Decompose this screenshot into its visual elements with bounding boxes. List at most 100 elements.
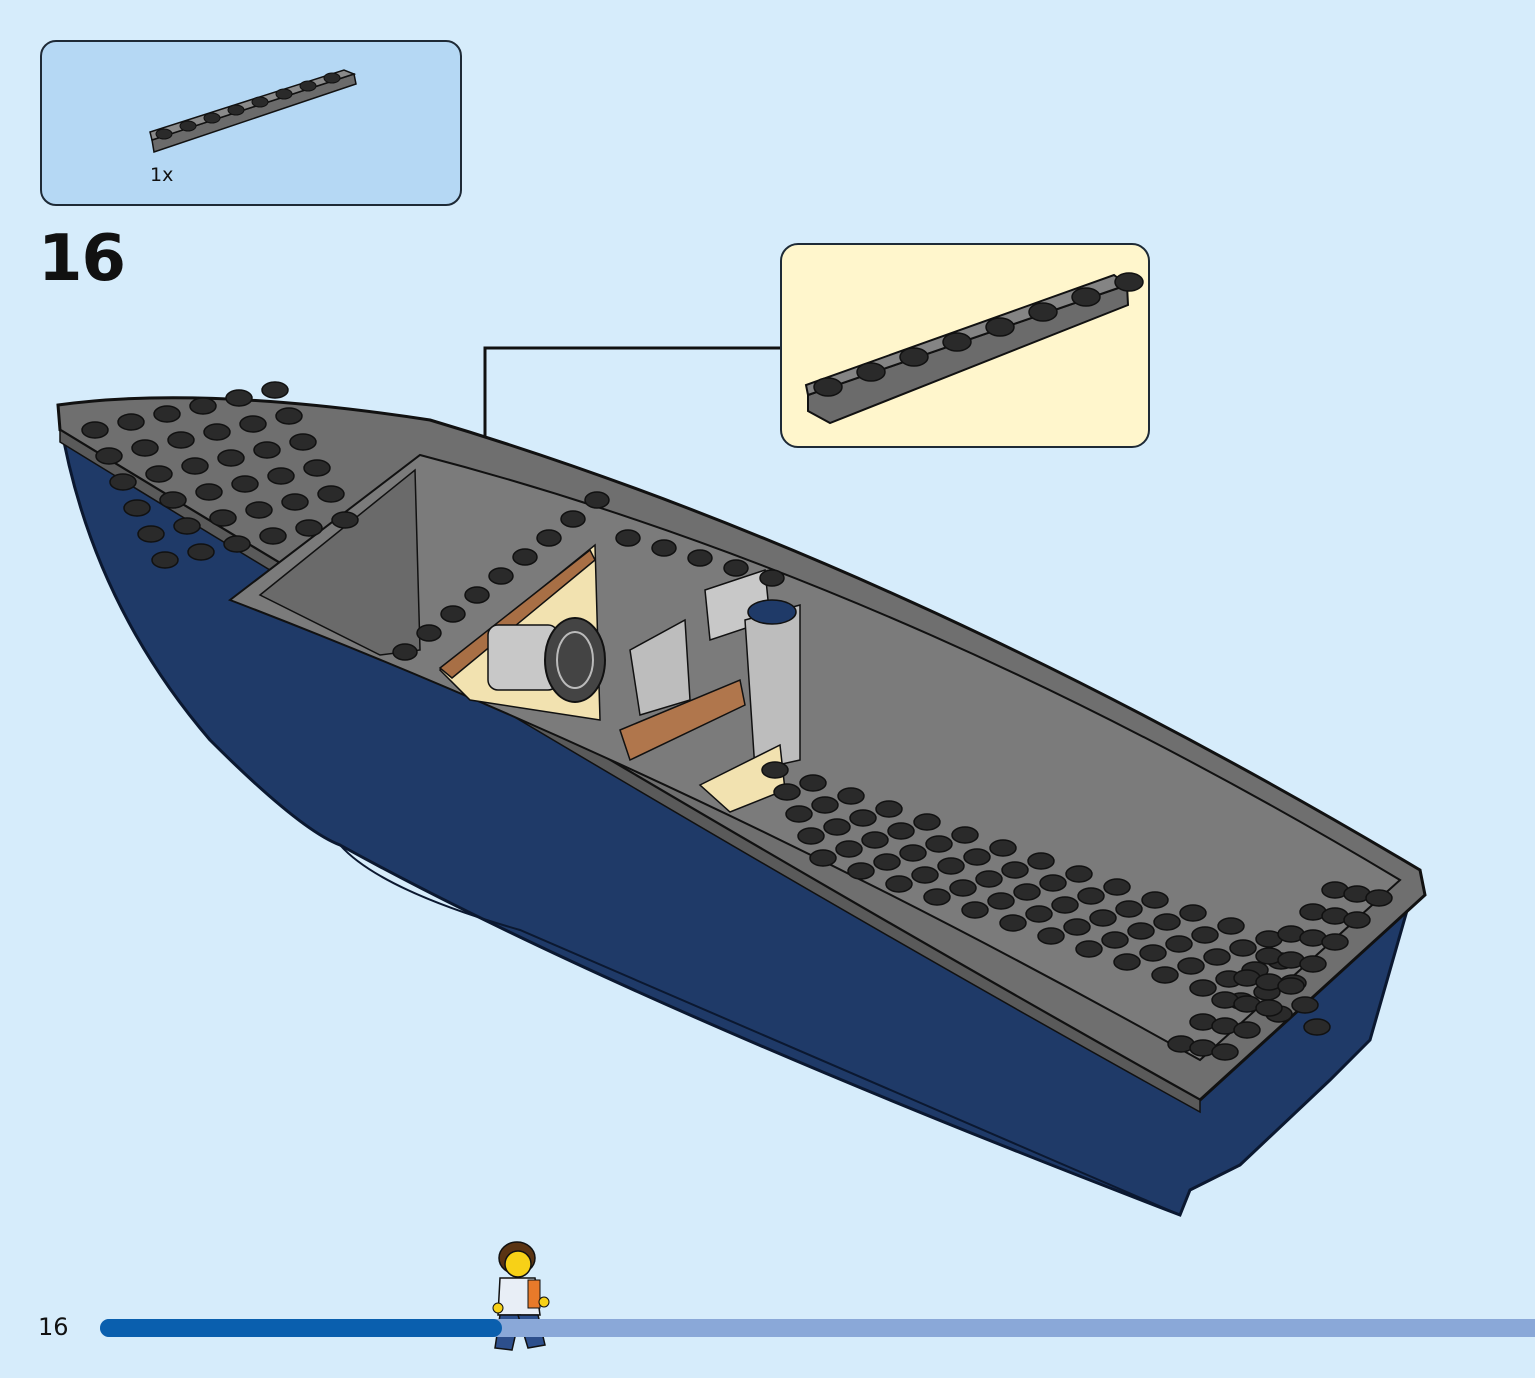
stud: [195, 483, 223, 501]
stud: [289, 433, 317, 451]
stud: [1177, 957, 1205, 975]
page-number: 16: [38, 1313, 69, 1341]
seat: [629, 618, 691, 716]
stud: [951, 826, 979, 844]
stud: [687, 549, 713, 567]
stud: [251, 96, 269, 108]
stud: [937, 857, 965, 875]
stud: [323, 72, 341, 84]
callout-box: [780, 243, 1150, 448]
stud: [231, 475, 259, 493]
stud: [1039, 874, 1067, 892]
stud: [985, 317, 1015, 337]
stud: [1255, 999, 1283, 1017]
stud: [873, 853, 901, 871]
stud: [887, 822, 915, 840]
stud: [81, 421, 109, 439]
stud: [856, 362, 886, 382]
stud: [899, 844, 927, 862]
stud: [963, 848, 991, 866]
stud: [651, 539, 677, 557]
stud: [925, 835, 953, 853]
stud: [1365, 889, 1393, 907]
stud: [151, 551, 179, 569]
stud: [987, 892, 1015, 910]
stud: [849, 809, 877, 827]
stud: [899, 347, 929, 367]
stud: [303, 459, 331, 477]
stud: [759, 569, 785, 587]
stud: [989, 839, 1017, 857]
stud: [813, 377, 843, 397]
stud: [275, 88, 293, 100]
stud: [253, 441, 281, 459]
stud: [1114, 272, 1144, 292]
stud: [913, 813, 941, 831]
stud: [1343, 911, 1371, 929]
stud: [1191, 926, 1219, 944]
stud: [797, 827, 825, 845]
stud: [1299, 955, 1327, 973]
stud: [1179, 904, 1207, 922]
stud: [1139, 944, 1167, 962]
stud: [317, 485, 345, 503]
stud: [1141, 891, 1169, 909]
stud: [217, 449, 245, 467]
stud: [823, 818, 851, 836]
stud: [949, 879, 977, 897]
stud: [1233, 1021, 1261, 1039]
stud: [799, 774, 827, 792]
stud: [416, 624, 442, 642]
stud: [809, 849, 837, 867]
stud: [1151, 966, 1179, 984]
stud: [1063, 918, 1091, 936]
stud: [1303, 1018, 1331, 1036]
progress-bar: [100, 1319, 1535, 1337]
stud: [239, 415, 267, 433]
stud: [1217, 917, 1245, 935]
stud: [911, 866, 939, 884]
stud: [167, 431, 195, 449]
stud: [560, 510, 586, 528]
stud: [181, 457, 209, 475]
stud: [1153, 913, 1181, 931]
steering-wheel-icon: [544, 617, 606, 703]
stud: [173, 517, 201, 535]
stud: [1165, 935, 1193, 953]
stud: [1203, 948, 1231, 966]
stud: [1277, 977, 1305, 995]
stud: [1211, 1043, 1239, 1061]
stud: [267, 467, 295, 485]
stud: [1089, 909, 1117, 927]
part-quantity: 1x: [150, 164, 174, 186]
stud: [1113, 953, 1141, 971]
stud: [117, 413, 145, 431]
stud: [536, 529, 562, 547]
plate-1x8-icon: [149, 69, 357, 153]
stud: [1127, 922, 1155, 940]
stud: [761, 761, 789, 779]
stud: [145, 465, 173, 483]
stud: [189, 397, 217, 415]
stud: [961, 901, 989, 919]
progress-bar-fill: [100, 1319, 502, 1337]
stud: [1075, 940, 1103, 958]
stud: [1077, 887, 1105, 905]
stud: [209, 509, 237, 527]
stud: [875, 800, 903, 818]
stud: [885, 875, 913, 893]
stud: [811, 796, 839, 814]
stud: [1071, 287, 1101, 307]
stud: [512, 548, 538, 566]
stud: [1025, 905, 1053, 923]
stud: [1229, 939, 1257, 957]
stud: [1028, 302, 1058, 322]
stud: [1115, 900, 1143, 918]
stud: [187, 543, 215, 561]
stud: [223, 535, 251, 553]
stud: [225, 389, 253, 407]
stud: [259, 527, 287, 545]
stud: [1103, 878, 1131, 896]
stud: [131, 439, 159, 457]
